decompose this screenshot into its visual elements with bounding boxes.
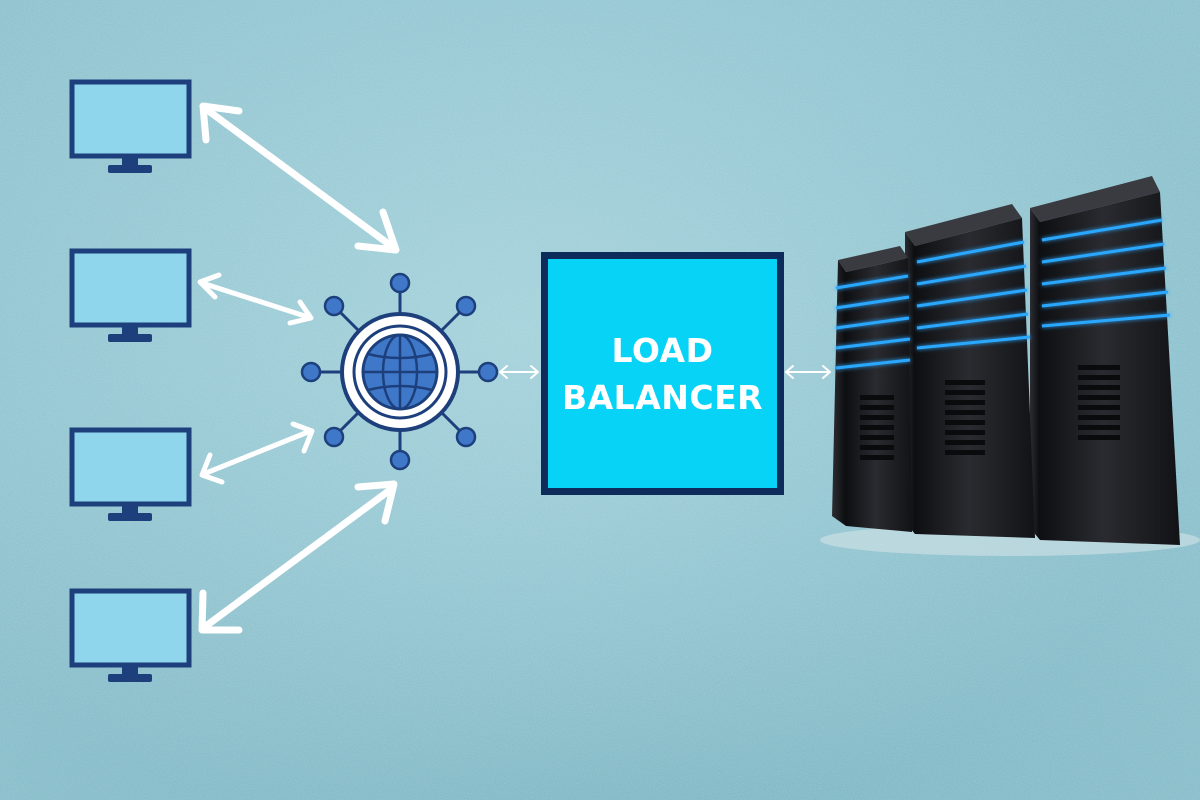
client-monitor-1 xyxy=(69,79,192,173)
internet-globe xyxy=(300,272,499,471)
monitor-icon xyxy=(69,588,192,682)
monitor-icon xyxy=(69,79,192,173)
load-balancer-label-line2: BALANCER xyxy=(561,377,764,417)
double-arrow-icon xyxy=(785,365,831,379)
client-monitor-4 xyxy=(69,588,192,682)
monitor-icon xyxy=(69,248,192,342)
server-tower-middle xyxy=(905,204,1035,538)
double-arrow-icon xyxy=(197,272,314,326)
client-monitor-3 xyxy=(69,427,192,521)
load-balancer: LOAD BALANCER xyxy=(541,252,784,495)
monitor-icon xyxy=(69,427,192,521)
server-rack-icon xyxy=(820,176,1200,556)
server-tower-right xyxy=(1030,176,1180,545)
double-arrow-icon xyxy=(499,365,539,379)
client-monitor-2 xyxy=(69,248,192,342)
double-arrow-icon xyxy=(199,421,315,485)
double-arrow-icon xyxy=(199,102,400,254)
load-balancer-label-line1: LOAD xyxy=(611,330,714,370)
server-rack xyxy=(820,176,1200,556)
globe-network-icon xyxy=(300,272,499,471)
server-tower-left xyxy=(832,246,912,532)
double-arrow-icon xyxy=(198,480,398,634)
